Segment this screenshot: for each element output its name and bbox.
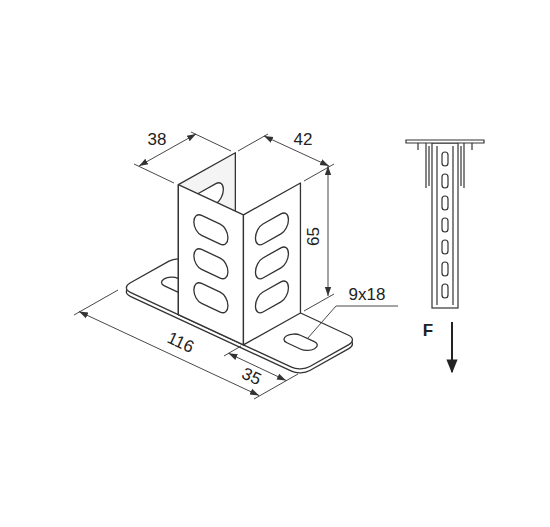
strut-slot xyxy=(442,262,448,276)
bracket-body xyxy=(121,153,358,376)
strut-slot xyxy=(442,218,448,232)
strut-profile xyxy=(432,143,458,308)
slot-size-label: 9x18 xyxy=(349,286,386,303)
force-arrow xyxy=(451,322,453,372)
extension-line xyxy=(224,346,241,356)
strut-slots xyxy=(442,152,448,298)
extension-line xyxy=(238,134,268,151)
dimension-lines xyxy=(74,132,398,399)
dimension-label: 65 xyxy=(304,227,321,246)
sleeve-wall xyxy=(463,143,464,188)
side-view xyxy=(406,140,484,308)
extension-line xyxy=(74,290,118,315)
force-label: F xyxy=(423,322,433,339)
leader-line xyxy=(307,306,398,339)
base-plate-edge xyxy=(406,140,484,143)
dimension-label: 42 xyxy=(294,131,313,148)
strut-slot xyxy=(442,152,448,166)
extension-line xyxy=(304,164,334,181)
strut-slot xyxy=(442,284,448,298)
extension-line xyxy=(134,164,174,183)
dimension-label: 38 xyxy=(148,131,167,148)
dimension-label: 116 xyxy=(165,329,197,356)
strut-slot xyxy=(442,174,448,188)
sleeve-wall xyxy=(425,143,426,188)
right-wall xyxy=(243,183,300,345)
dimension-line xyxy=(328,166,329,296)
strut-slot xyxy=(442,240,448,254)
extension-line xyxy=(304,294,334,311)
strut-slot xyxy=(442,196,448,210)
mounting-slot xyxy=(280,332,321,353)
front-wall xyxy=(178,185,243,345)
extension-line xyxy=(191,132,231,151)
dimension-line xyxy=(79,312,259,396)
